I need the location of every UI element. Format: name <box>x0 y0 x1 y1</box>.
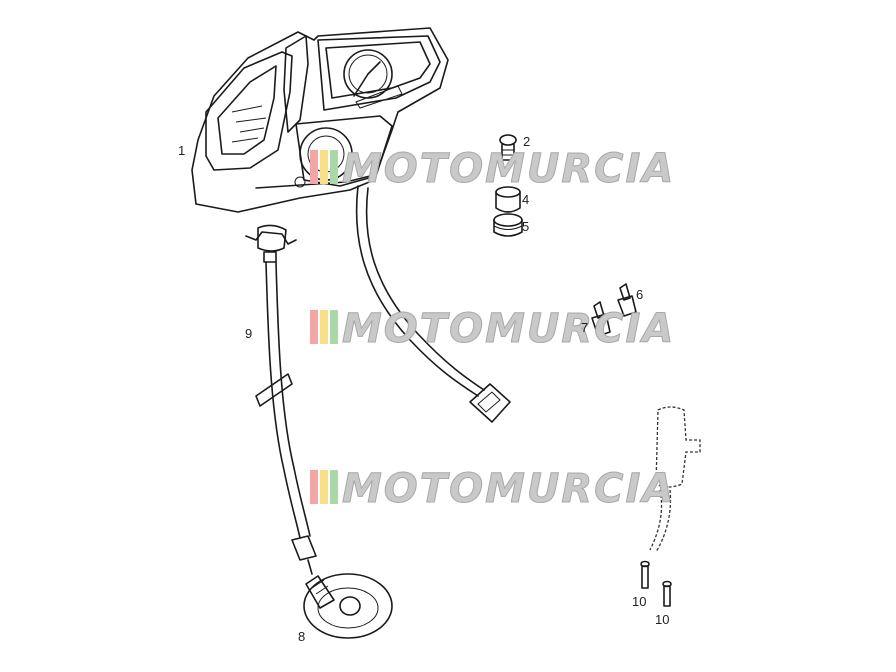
callout-1: 1 <box>178 143 185 158</box>
indicator-bulb-6 <box>617 283 637 317</box>
watermark-stripe-green <box>330 310 338 344</box>
callout-8: 8 <box>298 629 305 644</box>
watermark-stripe-yellow <box>320 310 328 344</box>
mounting-bolt-b <box>662 580 672 607</box>
watermark-brand: MOTOMURCIA <box>342 466 675 512</box>
watermark-stripe-yellow <box>320 470 328 504</box>
instrument-cluster <box>191 27 449 213</box>
callout-6: 6 <box>636 287 643 302</box>
callout-2: 2 <box>523 134 530 149</box>
speedometer-cable <box>245 224 317 575</box>
cluster-wiring-connector <box>355 185 511 423</box>
optional-sensor-dashed <box>649 406 701 553</box>
callout-10b: 10 <box>655 612 669 627</box>
mounting-bolt-a <box>640 560 650 589</box>
callout-labels: 1 2 4 5 6 7 8 9 10 10 <box>178 134 669 644</box>
callout-5: 5 <box>522 219 529 234</box>
watermark-stripe-red <box>310 470 318 504</box>
indicator-bulb-7 <box>591 301 611 337</box>
watermark-stripe-red <box>310 310 318 344</box>
callout-7: 7 <box>581 320 588 335</box>
watermark-stripe-red <box>310 150 318 184</box>
speedometer-drive-gear <box>303 573 393 639</box>
watermark-brand: MOTOMURCIA <box>342 306 675 352</box>
watermark-bottom: MOTOMURCIA <box>310 466 675 513</box>
watermark-stripe-yellow <box>320 150 328 184</box>
bulb-socket-part <box>495 186 521 213</box>
watermark-stripe-green <box>330 150 338 184</box>
callout-4: 4 <box>522 192 529 207</box>
small-bulb-part <box>499 134 517 161</box>
callout-9: 9 <box>245 326 252 341</box>
callout-10a: 10 <box>632 594 646 609</box>
rubber-grommet-part <box>493 213 523 237</box>
watermark-top: MOTOMURCIA <box>310 146 675 193</box>
watermark-middle: MOTOMURCIA <box>310 306 675 353</box>
watermark-brand: MOTOMURCIA <box>342 146 675 192</box>
watermark-stripe-green <box>330 470 338 504</box>
